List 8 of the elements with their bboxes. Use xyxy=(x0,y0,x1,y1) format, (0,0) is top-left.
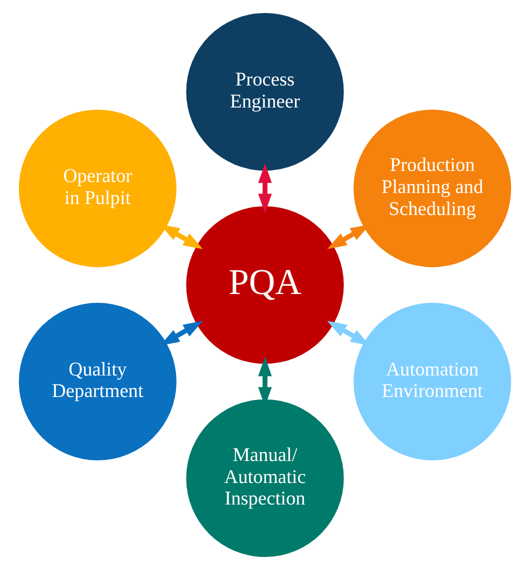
arrow xyxy=(258,163,272,214)
node-circle: Operator in Pulpit xyxy=(18,110,176,268)
node-circle: Manual/ Automatic Inspection xyxy=(186,399,344,558)
node-circle: Quality Department xyxy=(18,302,176,460)
node-circle: PQA xyxy=(186,206,344,364)
node-circle: Production Planning and Scheduling xyxy=(354,110,512,268)
node-circle: Process Engineer xyxy=(186,12,344,171)
node-circle: Automation Environment xyxy=(354,302,512,460)
